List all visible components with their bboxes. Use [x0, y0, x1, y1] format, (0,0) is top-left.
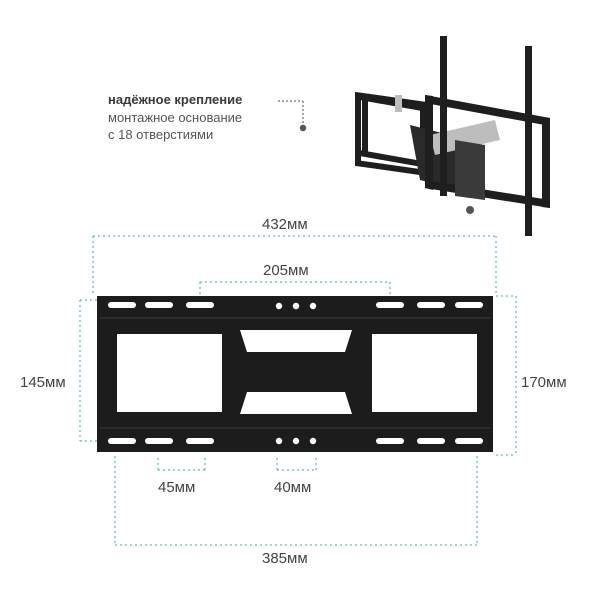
- label-hole-spacing: 40мм: [274, 479, 312, 496]
- label-bottom-width: 385мм: [262, 550, 308, 567]
- bottom-mounting-slots: [108, 437, 483, 445]
- label-slot-spacing: 45мм: [158, 479, 196, 496]
- feature-line-1: монтажное основание: [108, 110, 243, 125]
- wall-plate: [97, 296, 493, 452]
- label-left-height: 145мм: [20, 374, 66, 391]
- feature-line-2: с 18 отверстиями: [108, 127, 214, 142]
- dimension-lines: [79, 235, 517, 546]
- top-mounting-slots: [108, 302, 483, 310]
- label-top-spacing: 205мм: [263, 262, 309, 279]
- label-right-height: 170мм: [521, 374, 567, 391]
- feature-title: надёжное крепление: [108, 92, 243, 107]
- callout-connector: [278, 100, 307, 132]
- label-total-width: 432мм: [262, 216, 308, 233]
- product-photo: [355, 36, 550, 236]
